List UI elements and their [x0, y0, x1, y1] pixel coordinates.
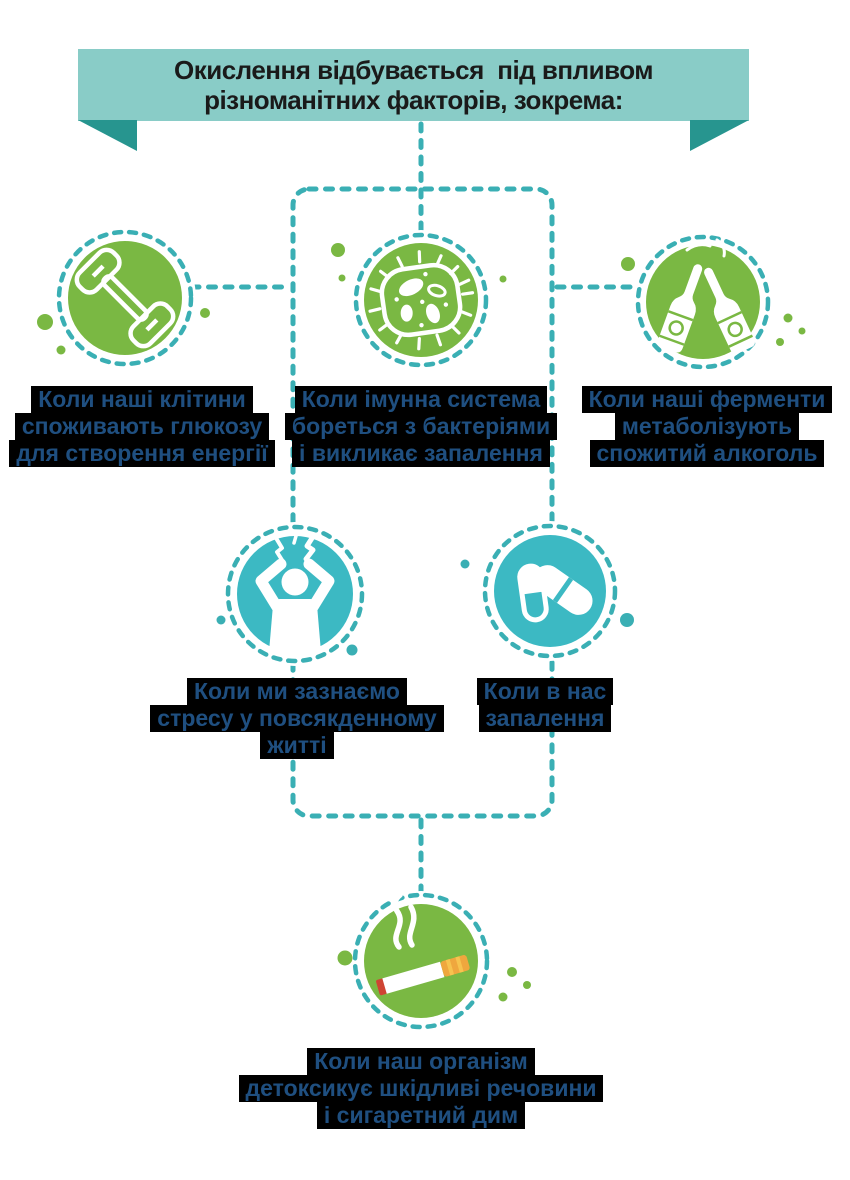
decorative-dot	[783, 313, 793, 323]
label-line: для створення енергії	[9, 440, 275, 467]
decorative-dot	[337, 950, 353, 966]
label-line: метаболізують	[614, 413, 800, 440]
decorative-dot	[498, 992, 508, 1002]
label-line: житті	[260, 732, 334, 759]
factor-circle-inflammation	[480, 521, 620, 661]
factor-label-inflammation: Коли в нас запалення	[395, 678, 695, 732]
decorative-dot	[331, 243, 345, 257]
label-line: Коли в нас	[476, 678, 614, 705]
factor-label-glucose: Коли наші клітини споживають глюкозу для…	[0, 386, 292, 467]
decorative-dot	[56, 345, 66, 355]
decorative-dot	[499, 275, 507, 283]
factor-circle-stress	[223, 522, 367, 666]
connector-rounded-rect	[290, 186, 555, 819]
banner-title-line1: Окислення відбувається під впливом	[173, 55, 654, 85]
factor-circle-immune	[351, 230, 491, 370]
decorative-dot	[523, 981, 531, 989]
bacteria-icon	[368, 250, 475, 351]
decorative-dot	[507, 967, 517, 977]
label-line: запалення	[478, 705, 612, 732]
decorative-dot	[346, 644, 358, 656]
title-banner: Окислення відбувається під впливом різно…	[78, 49, 749, 121]
pills-icon	[517, 563, 593, 623]
label-line: стресу у повсякденному	[150, 705, 444, 732]
decorative-dot	[37, 314, 53, 330]
label-line: Коли наш організм	[307, 1048, 535, 1075]
label-line: спожитий алкоголь	[589, 440, 825, 467]
label-line: споживають глюкозу	[14, 413, 270, 440]
banner-title-line2: різноманітних факторів, зокрема:	[204, 85, 623, 115]
decorative-dot	[216, 615, 226, 625]
cigarette-icon	[376, 892, 470, 996]
label-line: бореться з бактеріями	[284, 413, 558, 440]
factor-label-stress: Коли ми зазнаємо стресу у повсякденному …	[147, 678, 447, 759]
factor-circle-alcohol	[633, 232, 773, 372]
label-line: детоксикує шкідливі речовини	[238, 1075, 604, 1102]
decorative-dot	[200, 308, 210, 318]
factor-circle-smoke	[351, 891, 491, 1031]
label-line: і викликає запалення	[292, 440, 550, 467]
factor-label-immune: Коли імунна система бореться з бактеріям…	[271, 386, 571, 467]
decorative-dot	[776, 338, 784, 346]
stressed-person-icon	[255, 532, 335, 652]
decorative-dot	[460, 559, 470, 569]
decorative-dot	[620, 613, 634, 627]
factor-circle-glucose	[54, 227, 196, 369]
label-line: Коли ми зазнаємо	[187, 678, 407, 705]
dashed-connectors	[189, 121, 639, 896]
decorative-dots	[37, 243, 806, 1002]
decorative-dot	[338, 274, 346, 282]
decorative-dot	[798, 327, 806, 335]
label-line: і сигаретний дим	[316, 1102, 526, 1129]
label-line: Коли імунна система	[294, 386, 548, 413]
bottles-icon	[657, 238, 755, 354]
dumbbell-icon	[74, 247, 176, 349]
decorative-dot	[621, 257, 635, 271]
label-line: Коли наші клітини	[31, 386, 253, 413]
factor-label-alcohol: Коли наші ферменти метаболізують спожити…	[557, 386, 850, 467]
label-line: Коли наші ферменти	[581, 386, 833, 413]
factor-label-smoke: Коли наш організм детоксикує шкідливі ре…	[238, 1048, 604, 1129]
